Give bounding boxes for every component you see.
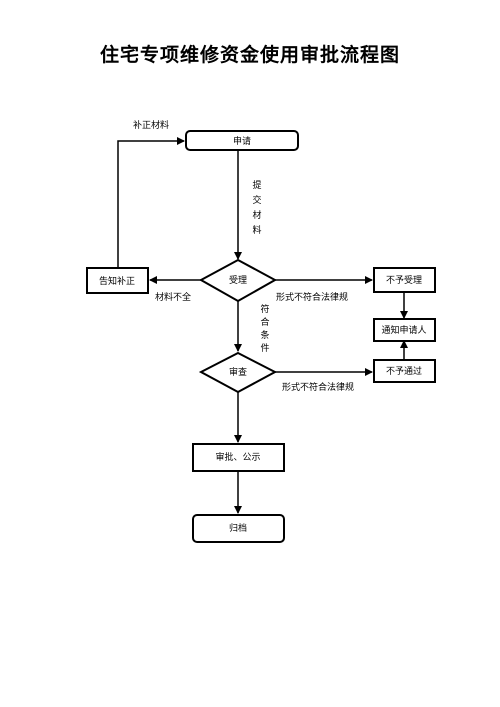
page-title: 住宅专项维修资金使用审批流程图 [99, 44, 400, 66]
node-apply-label: 申请 [233, 135, 251, 147]
node-approve-publicize-label: 审批、公示 [215, 451, 260, 463]
arrow-supplement-loop [117, 137, 185, 268]
label-submit-materials: 提交材料 [252, 180, 261, 236]
node-apply: 申请 [185, 130, 299, 151]
node-approve-publicize: 审批、公示 [192, 443, 285, 472]
label-meets-conditions: 符合条件 [260, 303, 269, 354]
node-accept-label: 受理 [229, 274, 247, 286]
node-archive: 归档 [192, 514, 285, 543]
node-reject-accept-label: 不予受理 [386, 274, 422, 286]
label-submit-materials-text: 提交材料 [252, 180, 261, 236]
node-archive-label: 归档 [229, 522, 247, 534]
node-accept-decision: 受理 [198, 258, 278, 303]
connectors [117, 137, 408, 514]
label-supplement-materials: 补正材料 [133, 119, 169, 131]
node-review-decision: 审查 [198, 351, 278, 394]
node-reject-accept: 不予受理 [373, 267, 436, 293]
node-reject-pass: 不予通过 [373, 359, 436, 383]
node-notify-supplement-label: 告知补正 [99, 275, 135, 287]
node-reject-pass-label: 不予通过 [386, 365, 422, 377]
label-form-noncompliant-1: 形式不符合法律规 [276, 291, 348, 303]
label-form-noncompliant-2: 形式不符合法律规 [282, 381, 354, 393]
label-materials-incomplete: 材料不全 [155, 291, 191, 303]
node-notify-applicant: 通知申请人 [373, 318, 436, 342]
node-notify-supplement: 告知补正 [86, 267, 149, 294]
node-review-label: 审查 [229, 366, 247, 378]
label-meets-conditions-text: 符合条件 [260, 303, 269, 354]
node-notify-applicant-label: 通知申请人 [381, 324, 426, 336]
